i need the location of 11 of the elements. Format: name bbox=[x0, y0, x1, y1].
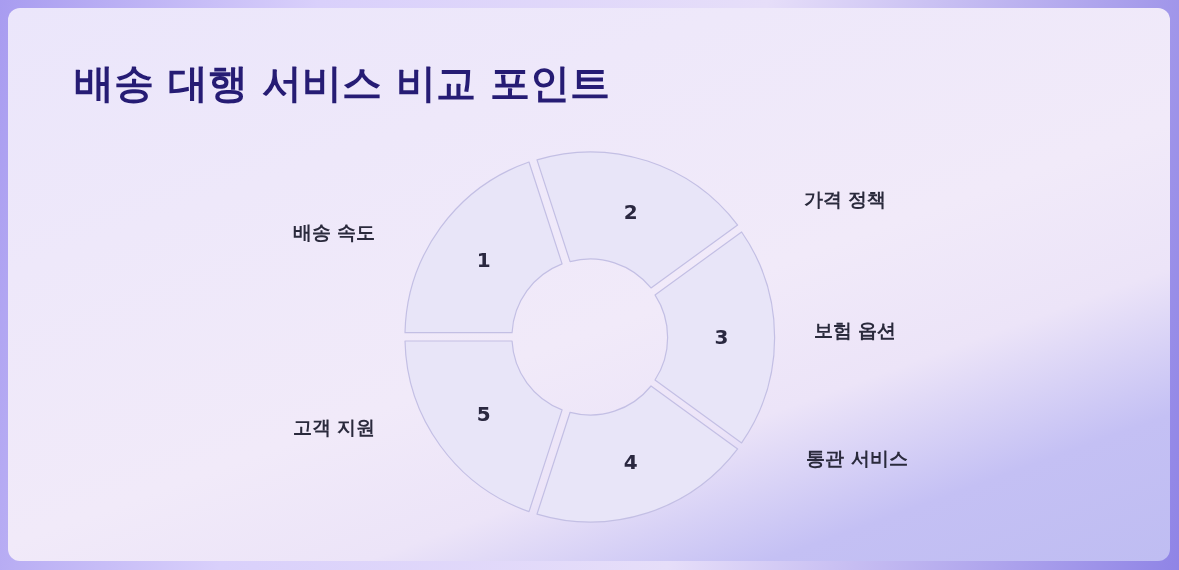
segment-label: 배송 속도 bbox=[292, 220, 376, 245]
segment-number: 3 bbox=[714, 325, 729, 349]
segment-label: 통관 서비스 bbox=[806, 446, 908, 471]
segment-label: 가격 정책 bbox=[803, 187, 887, 212]
title: 배송 대행 서비스 비교 포인트 bbox=[74, 59, 610, 108]
segment-label: 고객 지원 bbox=[292, 415, 376, 440]
segment-number: 2 bbox=[623, 199, 638, 224]
segment-number: 4 bbox=[623, 450, 638, 475]
segment-number: 1 bbox=[476, 247, 491, 272]
segment-number: 5 bbox=[476, 402, 491, 427]
segment-label: 보험 옵션 bbox=[813, 318, 897, 343]
